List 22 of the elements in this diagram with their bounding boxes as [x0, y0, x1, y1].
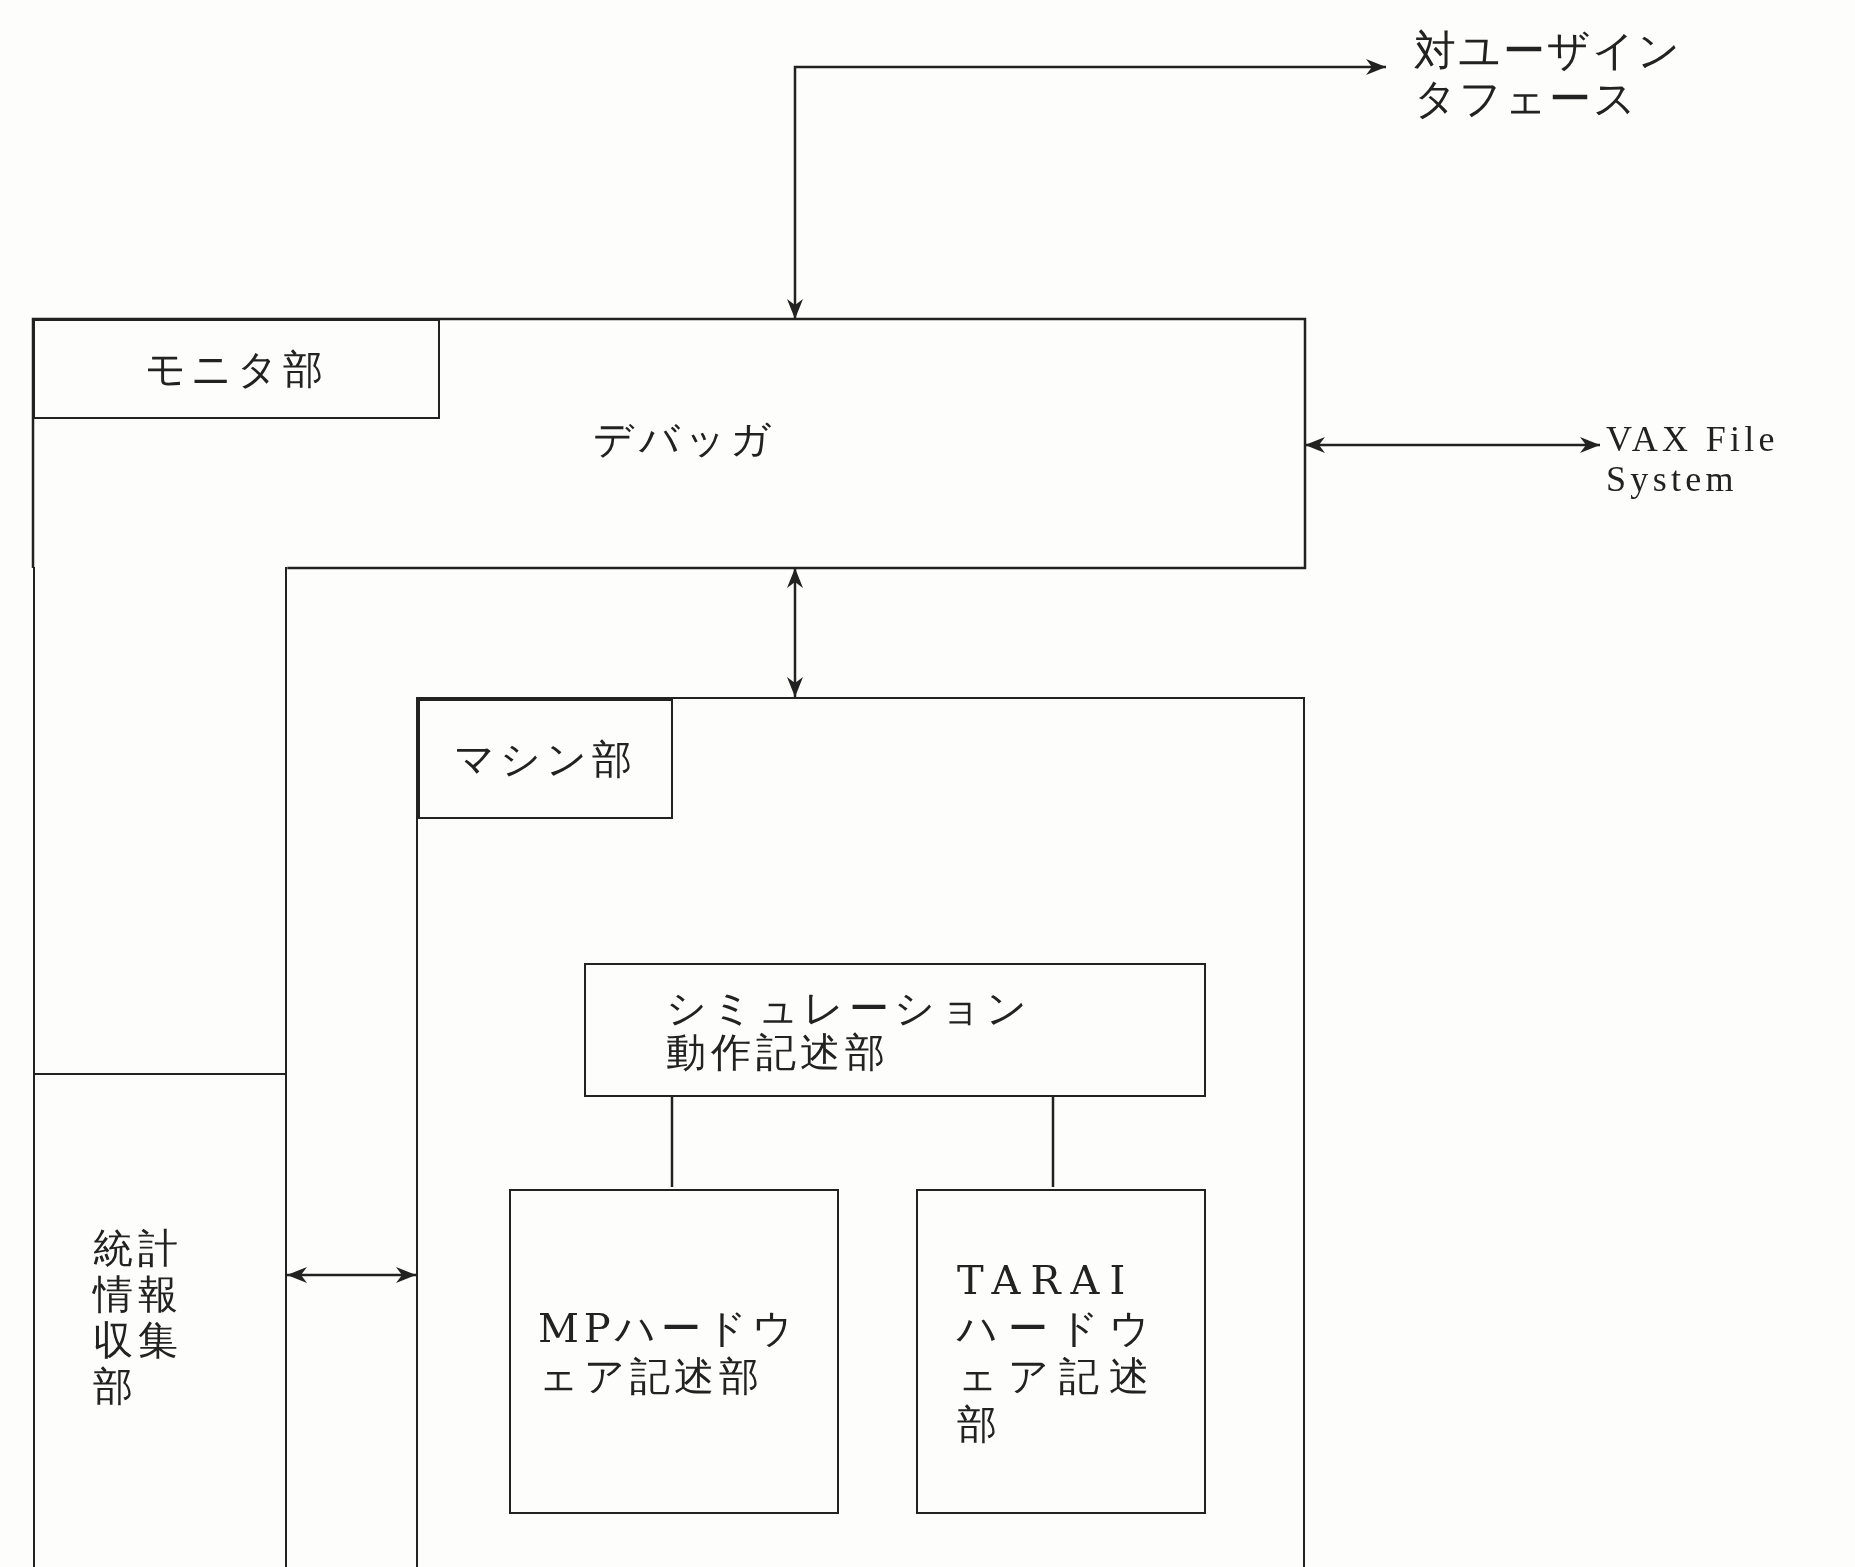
arrow: [1305, 437, 1600, 453]
process-box: [916, 1189, 1206, 1514]
process-box: [509, 1189, 839, 1514]
debugger-frame: [33, 319, 1305, 568]
arrow: [787, 568, 803, 697]
tab-box: [418, 699, 673, 819]
arrow: [787, 59, 1386, 319]
label-text: VAX File System: [1606, 420, 1780, 500]
node-label: MPハードウェア記述部: [538, 1303, 799, 1400]
tab-box: [33, 319, 440, 419]
node-label: TARAIハードウェア記述部: [957, 1255, 1161, 1448]
node-label: デバッガ: [593, 415, 777, 464]
node-label: 統計情報収集部: [91, 1224, 184, 1409]
process-box: [584, 963, 1206, 1097]
connector-line: [670, 1095, 674, 1187]
node-label: シミュレーション動作記述部: [665, 986, 1033, 1074]
node-label: マシン部: [454, 735, 637, 784]
node-label: モニタ部: [145, 345, 328, 394]
arrow: [287, 1267, 416, 1283]
label-text: 対ユーザインタフェース: [1414, 26, 1684, 124]
connector-line: [1051, 1095, 1055, 1187]
machine-frame: [416, 697, 1305, 1567]
